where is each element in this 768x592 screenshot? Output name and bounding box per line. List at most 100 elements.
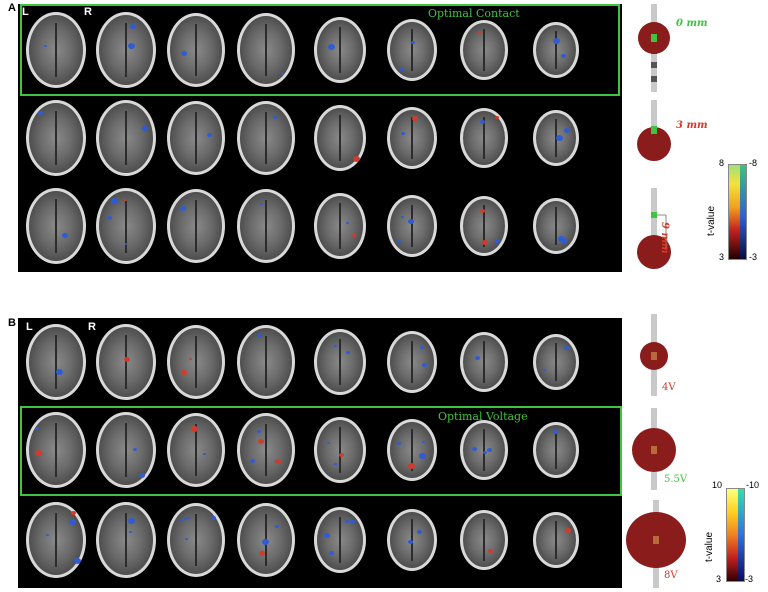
brain-slice bbox=[96, 324, 156, 400]
brain-tissue bbox=[390, 512, 434, 568]
activation-blob bbox=[561, 238, 568, 244]
brain-tissue bbox=[29, 415, 83, 485]
brain-tissue bbox=[240, 16, 292, 84]
activation-blob bbox=[129, 530, 133, 533]
brain-slice bbox=[237, 413, 295, 487]
brain-tissue bbox=[29, 505, 83, 575]
activation-blob bbox=[328, 44, 336, 51]
midline bbox=[339, 115, 341, 161]
midline bbox=[265, 336, 267, 388]
brain-tissue bbox=[170, 506, 222, 574]
activation-blob bbox=[479, 208, 485, 213]
brain-slice bbox=[533, 334, 579, 390]
activation-blob bbox=[338, 453, 344, 458]
activation-blob bbox=[560, 53, 566, 58]
activation-blob bbox=[35, 427, 40, 431]
activation-blob bbox=[275, 459, 282, 465]
midline bbox=[55, 23, 57, 77]
activation-blob bbox=[260, 202, 264, 205]
brain-tissue bbox=[463, 423, 505, 477]
activation-blob bbox=[133, 447, 138, 451]
activation-blob bbox=[553, 38, 561, 45]
activation-blob bbox=[564, 345, 570, 350]
midline bbox=[411, 116, 413, 160]
midline bbox=[265, 112, 267, 164]
midline bbox=[339, 339, 341, 385]
activation-blob bbox=[125, 242, 129, 245]
colorbar-a-max-neg: -8 bbox=[749, 158, 758, 168]
activation-blob bbox=[542, 368, 546, 371]
activation-blob bbox=[274, 524, 279, 528]
activation-blob bbox=[68, 519, 76, 526]
electrode-a1-label: 3 mm bbox=[676, 120, 708, 131]
activation-blob bbox=[334, 463, 338, 465]
midline bbox=[195, 424, 197, 476]
brain-tissue bbox=[317, 196, 363, 256]
brain-tissue bbox=[536, 113, 576, 163]
electrode-a-row-0 bbox=[634, 4, 674, 92]
activation-blob bbox=[481, 240, 488, 246]
colorbar-b-max-neg: -10 bbox=[746, 480, 760, 490]
brain-tissue bbox=[536, 201, 576, 251]
brain-slice bbox=[237, 189, 295, 263]
activation-blob bbox=[401, 131, 406, 135]
brain-slice bbox=[387, 19, 437, 81]
midline bbox=[195, 514, 197, 566]
activation-blob bbox=[557, 235, 565, 242]
brain-slice bbox=[533, 22, 579, 78]
brain-tissue bbox=[170, 192, 222, 260]
midline bbox=[555, 521, 557, 559]
brain-slice bbox=[387, 419, 437, 481]
brain-slice bbox=[237, 101, 295, 175]
activation-blob bbox=[564, 127, 571, 133]
brain-tissue bbox=[240, 192, 292, 260]
brain-slice bbox=[96, 188, 156, 264]
electrode-a0-graphic bbox=[638, 4, 670, 92]
brain-tissue bbox=[29, 15, 83, 85]
brain-slice bbox=[387, 509, 437, 571]
panel-a-label: A bbox=[8, 2, 16, 14]
midline bbox=[483, 205, 485, 247]
activation-blob bbox=[130, 24, 137, 30]
midline bbox=[195, 336, 197, 388]
colorbar-a-min-neg: -3 bbox=[749, 252, 758, 262]
brain-tissue bbox=[240, 416, 292, 484]
midline bbox=[411, 28, 413, 72]
activation-blob bbox=[408, 540, 414, 545]
activation-blob bbox=[70, 511, 76, 516]
colorbar-b-title: t-value bbox=[704, 531, 715, 562]
brain-slice bbox=[26, 324, 86, 400]
activation-blob bbox=[124, 356, 131, 362]
activation-blob bbox=[396, 441, 401, 445]
midline bbox=[265, 24, 267, 76]
midline bbox=[339, 517, 341, 563]
brain-slice bbox=[460, 196, 508, 256]
midline bbox=[483, 29, 485, 71]
brain-slice bbox=[387, 107, 437, 169]
midline bbox=[125, 111, 127, 165]
panel-b-highlight-title: Optimal Voltage bbox=[438, 410, 528, 423]
activation-blob bbox=[180, 205, 187, 211]
midline bbox=[195, 200, 197, 252]
brain-tissue bbox=[240, 104, 292, 172]
activation-blob bbox=[421, 441, 425, 444]
activation-blob bbox=[142, 126, 149, 132]
activation-blob bbox=[206, 133, 212, 138]
activation-blob bbox=[349, 519, 355, 524]
brain-slice bbox=[167, 413, 225, 487]
brain-tissue bbox=[463, 111, 505, 165]
activation-blob bbox=[326, 442, 330, 445]
activation-blob bbox=[37, 110, 43, 115]
brain-slice bbox=[533, 110, 579, 166]
electrode-a-row-2 bbox=[634, 188, 674, 276]
brain-tissue bbox=[463, 335, 505, 389]
activation-blob bbox=[262, 538, 270, 545]
activation-blob bbox=[494, 116, 499, 120]
brain-slice bbox=[237, 503, 295, 577]
midline bbox=[195, 24, 197, 76]
colorbar-a-title: t-value bbox=[706, 205, 717, 236]
colorbar-a-max-pos: 8 bbox=[719, 158, 725, 168]
brain-tissue bbox=[317, 20, 363, 80]
brain-tissue bbox=[536, 515, 576, 565]
midline bbox=[483, 117, 485, 159]
